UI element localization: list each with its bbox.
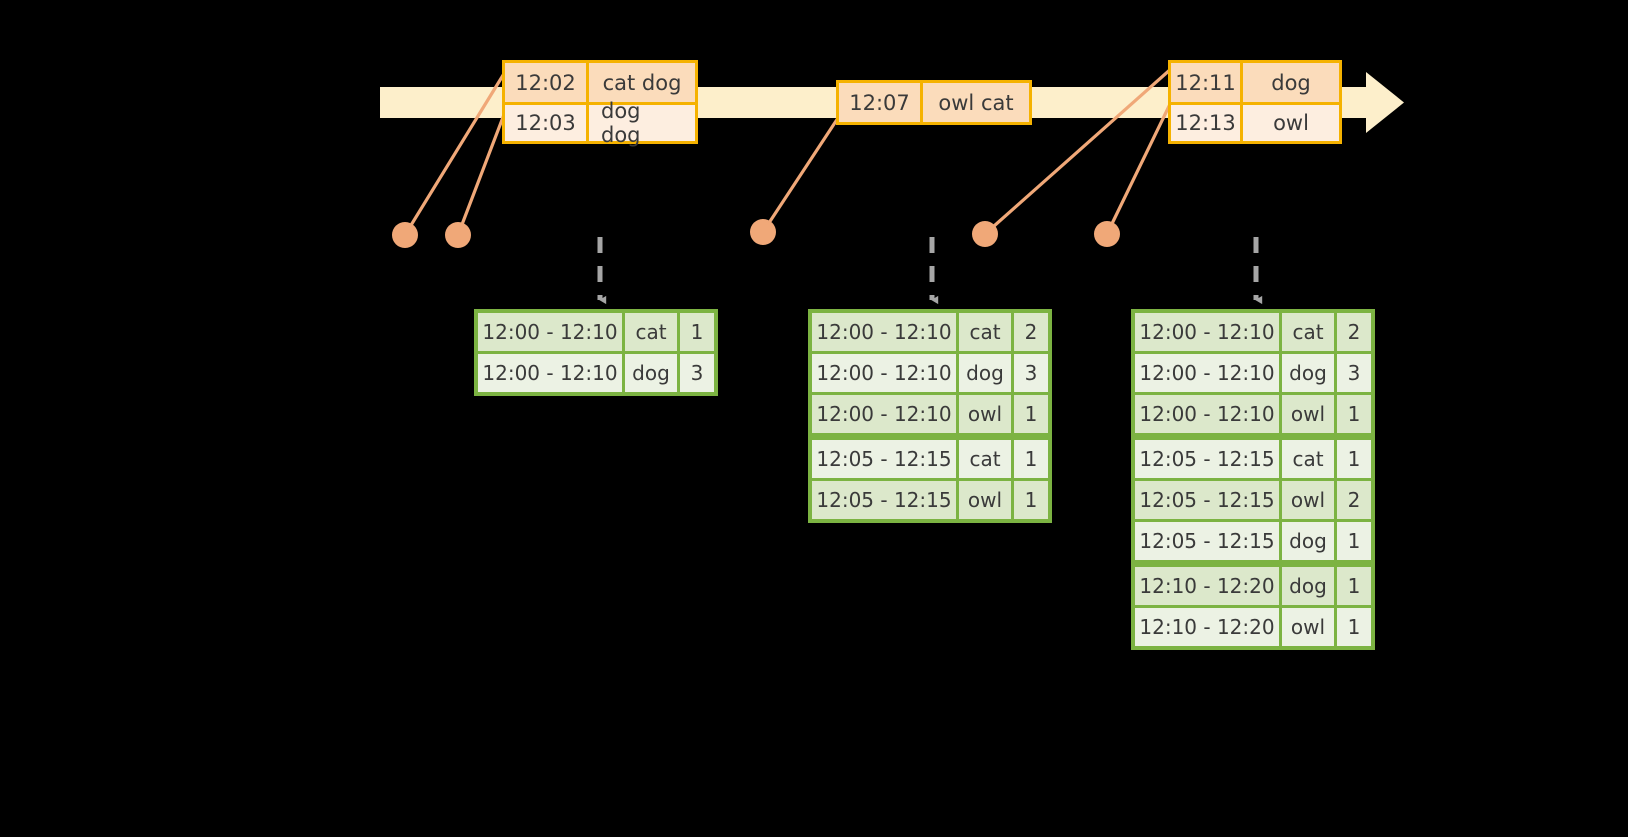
cell-count: 1 — [680, 313, 714, 351]
connector-dot-5 — [1094, 221, 1120, 247]
cell-word: cat — [625, 313, 677, 351]
event-row[interactable]: 12:07 owl cat — [839, 83, 1029, 122]
connector-dot-1 — [392, 222, 418, 248]
event-row[interactable]: 12:02 cat dog — [505, 63, 695, 102]
cell-count: 1 — [1337, 567, 1371, 605]
cell-count: 1 — [1337, 395, 1371, 433]
event-group-2[interactable]: 12:07 owl cat — [836, 80, 1032, 125]
cell-window: 12:05 - 12:15 — [812, 440, 956, 478]
cell-word: cat — [1282, 313, 1334, 351]
dashed-arrows — [597, 237, 1263, 305]
cell-window: 12:05 - 12:15 — [1135, 522, 1279, 560]
cell-word: cat — [959, 313, 1011, 351]
cell-word: owl — [1282, 395, 1334, 433]
event-words: owl — [1273, 111, 1309, 135]
cell-word: owl — [1282, 481, 1334, 519]
cell-count: 1 — [1014, 481, 1048, 519]
cell-word: dog — [1282, 567, 1334, 605]
cell-count: 1 — [1337, 522, 1371, 560]
connector-line-1 — [403, 70, 507, 237]
cell-word: cat — [1282, 440, 1334, 478]
event-time: 12:07 — [839, 83, 923, 122]
cell-count: 2 — [1337, 313, 1371, 351]
cell-count: 1 — [1337, 608, 1371, 646]
event-time: 12:13 — [1171, 105, 1243, 141]
cell-word: dog — [1282, 354, 1334, 392]
cell-window: 12:10 - 12:20 — [1135, 567, 1279, 605]
cell-window: 12:00 - 12:10 — [1135, 313, 1279, 351]
connector-dot-2 — [445, 222, 471, 248]
event-time: 12:11 — [1171, 63, 1243, 102]
cell-word: owl — [959, 481, 1011, 519]
connector-dots — [392, 219, 1120, 248]
cell-word: owl — [959, 395, 1011, 433]
connector-dot-3 — [750, 219, 776, 245]
cell-window: 12:00 - 12:10 — [478, 354, 622, 392]
cell-window: 12:00 - 12:10 — [812, 313, 956, 351]
cell-window: 12:00 - 12:10 — [1135, 354, 1279, 392]
cell-count: 3 — [1014, 354, 1048, 392]
connector-line-5 — [1105, 98, 1174, 236]
cell-window: 12:00 - 12:10 — [478, 313, 622, 351]
cell-word: dog — [1282, 522, 1334, 560]
event-words: dog — [1271, 70, 1311, 95]
event-time: 12:02 — [505, 63, 589, 102]
cell-window: 12:05 - 12:15 — [1135, 440, 1279, 478]
event-words: cat dog — [602, 70, 682, 95]
event-words: owl cat — [938, 90, 1014, 115]
event-row[interactable]: 12:13 owl — [1171, 102, 1339, 141]
cell-window: 12:00 - 12:10 — [812, 354, 956, 392]
cell-word: dog — [959, 354, 1011, 392]
cell-window: 12:10 - 12:20 — [1135, 608, 1279, 646]
event-group-1[interactable]: 12:02 cat dog 12:03 dog dog — [502, 60, 698, 147]
cell-count: 2 — [1337, 481, 1371, 519]
cell-count: 2 — [1014, 313, 1048, 351]
cell-window: 12:00 - 12:10 — [1135, 395, 1279, 433]
event-words: dog dog — [601, 99, 641, 147]
cell-word: owl — [1282, 608, 1334, 646]
connector-dot-4 — [972, 221, 998, 247]
cell-count: 1 — [1014, 440, 1048, 478]
cell-count: 1 — [1014, 395, 1048, 433]
cell-window: 12:00 - 12:10 — [812, 395, 956, 433]
cell-word: dog — [625, 354, 677, 392]
event-row[interactable]: 12:03 dog dog — [505, 99, 695, 147]
event-time: 12:03 — [505, 105, 589, 141]
connector-line-3 — [761, 116, 840, 234]
cell-count: 3 — [680, 354, 714, 392]
connector-line-2 — [456, 110, 507, 237]
cell-count: 3 — [1337, 354, 1371, 392]
cell-count: 1 — [1337, 440, 1371, 478]
event-group-3[interactable]: 12:11 dog 12:13 owl — [1168, 60, 1342, 144]
cell-window: 12:05 - 12:15 — [812, 481, 956, 519]
cell-window: 12:05 - 12:15 — [1135, 481, 1279, 519]
cell-word: cat — [959, 440, 1011, 478]
event-row[interactable]: 12:11 dog — [1171, 63, 1339, 102]
